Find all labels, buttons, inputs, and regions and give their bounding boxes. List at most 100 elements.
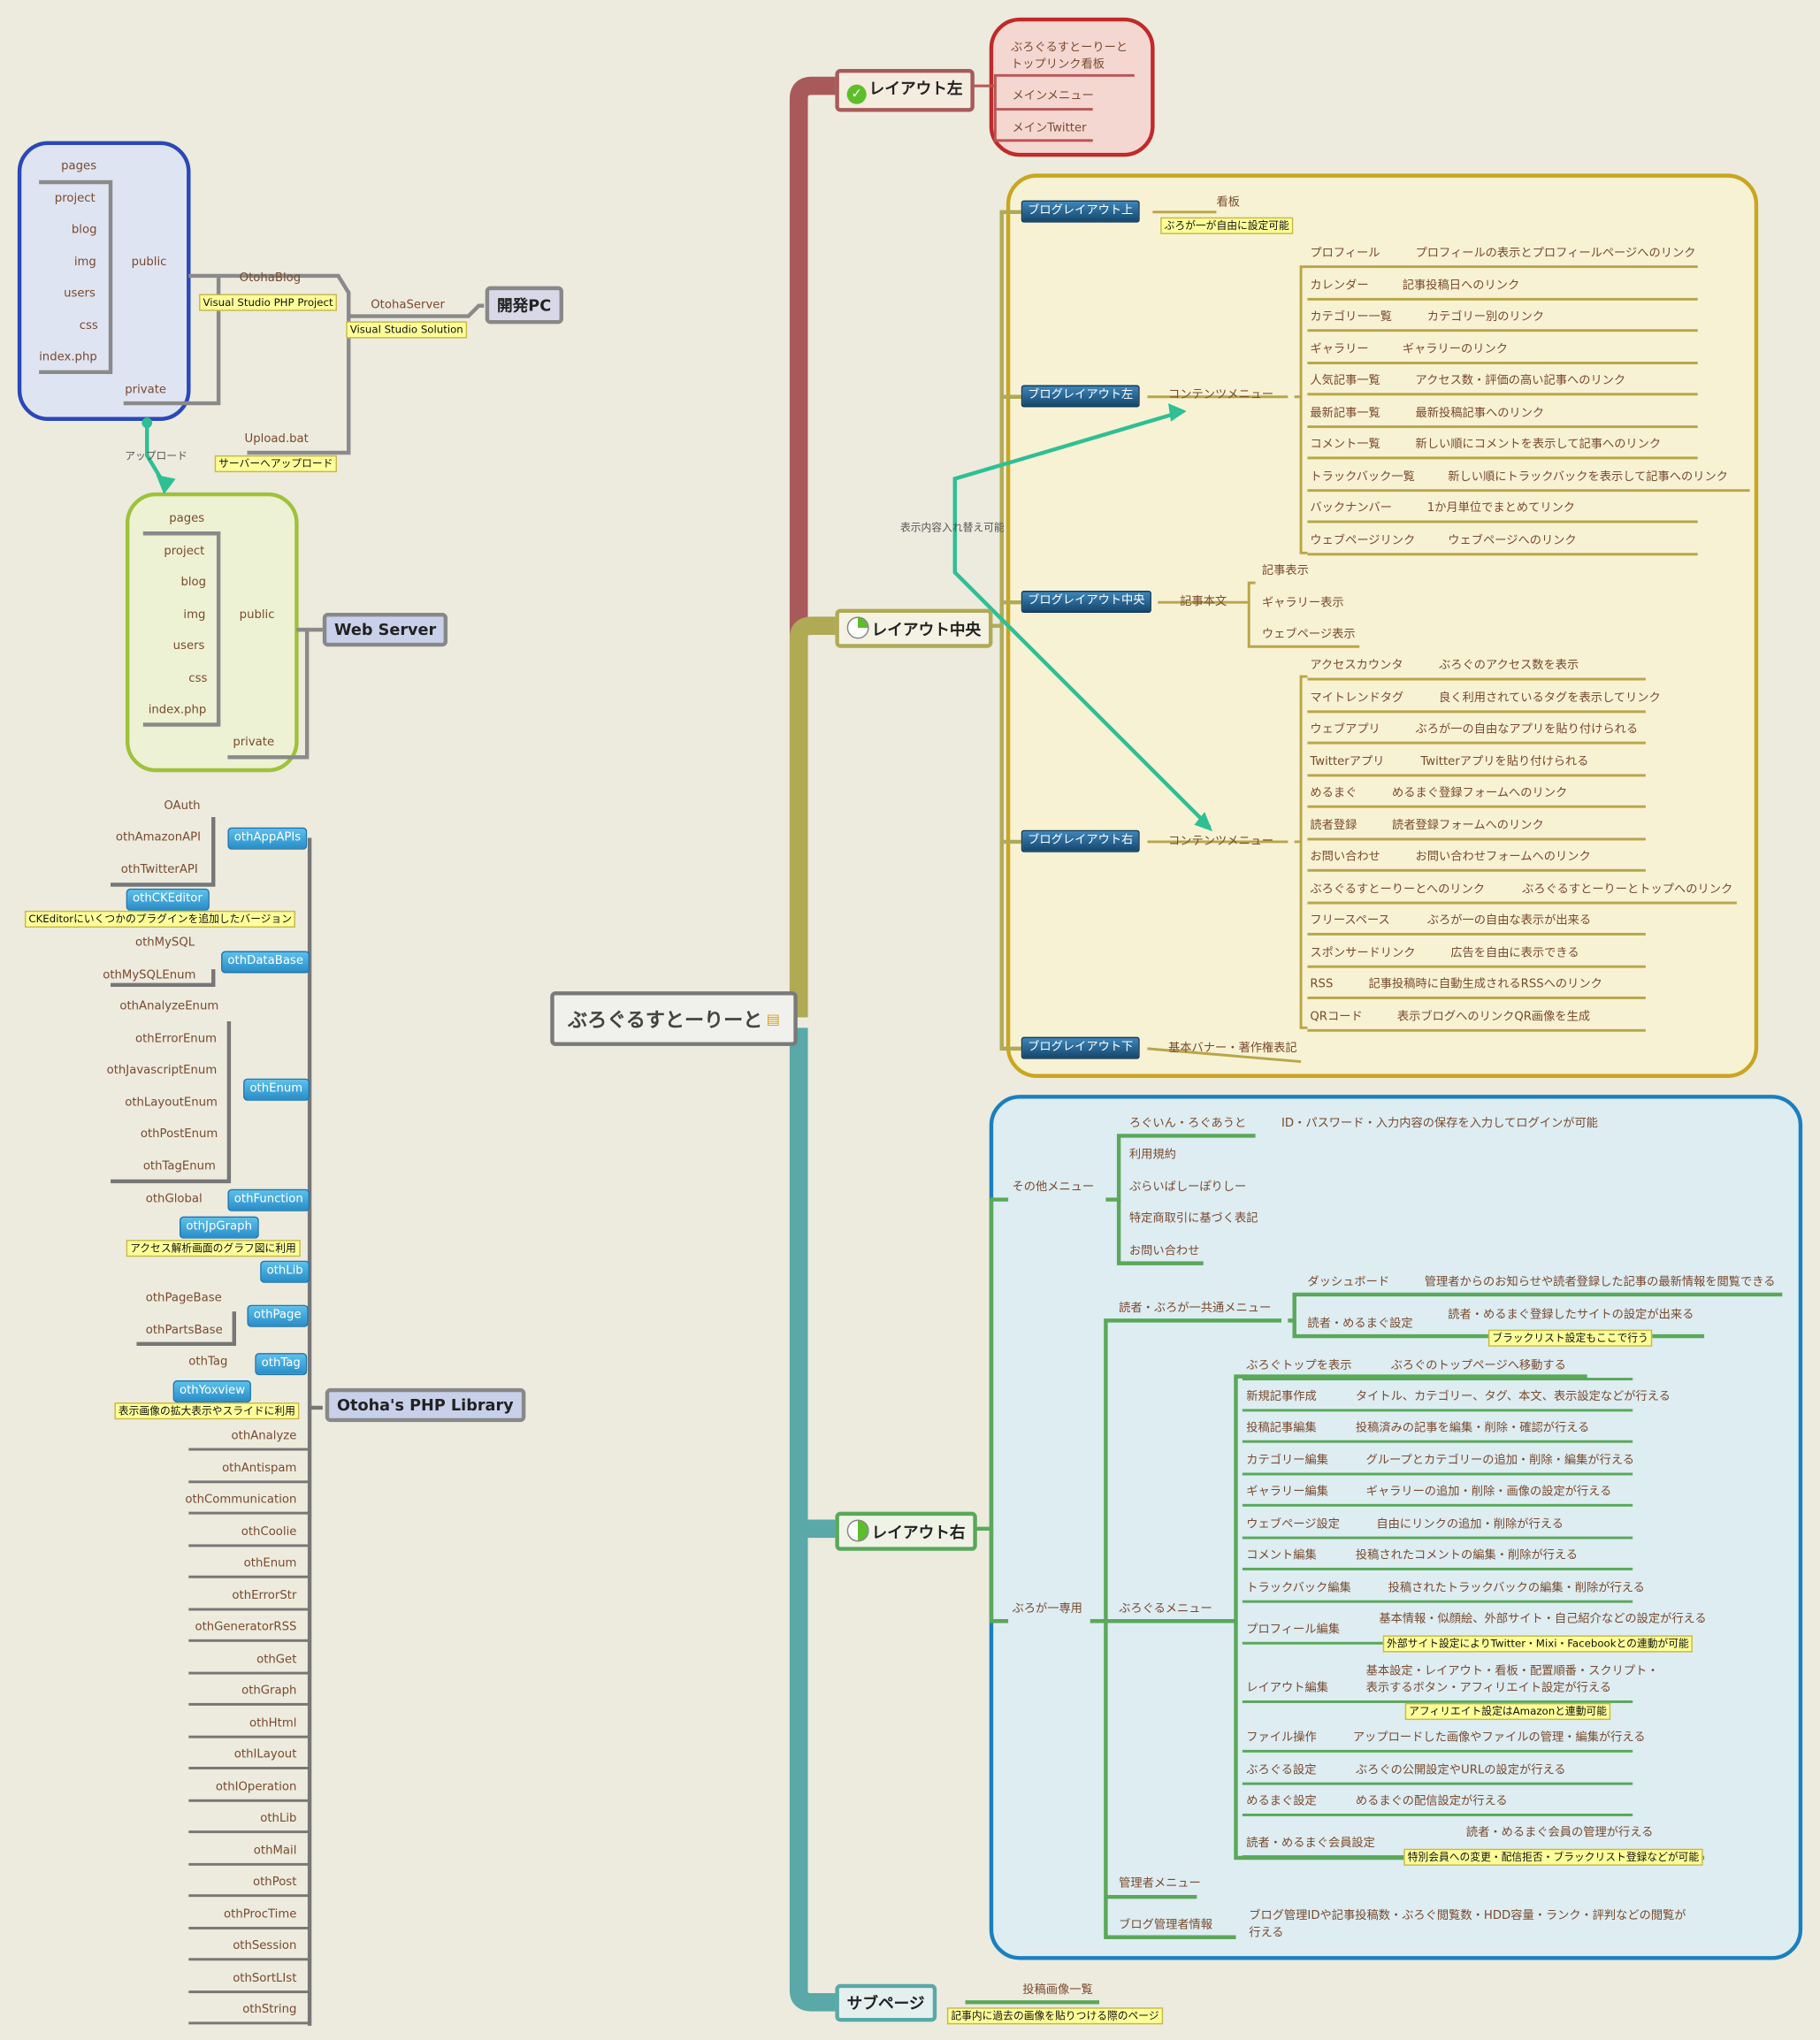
right-contents-item[interactable]: マイトレンドタグ [1310, 691, 1404, 705]
right-contents-item[interactable]: アクセスカウンタ [1310, 659, 1403, 673]
other-menu-commerce[interactable]: 特定商取引に基づく表記 [1128, 1212, 1258, 1226]
lib-item[interactable]: othEnum [243, 1557, 297, 1570]
web-folder[interactable]: css [188, 671, 208, 685]
web-folder[interactable]: pages [169, 512, 205, 526]
burogu-menu-desc[interactable]: 自由にリンクの追加・削除が行える [1376, 1518, 1564, 1532]
gallery-display[interactable]: ギャラリー表示 [1261, 597, 1344, 611]
right-contents-item[interactable]: フリースペース [1310, 914, 1390, 928]
lib-enum-child[interactable]: othLayoutEnum [125, 1096, 218, 1110]
right-contents-item[interactable]: めるまぐ [1310, 787, 1357, 800]
right-contents-item[interactable]: お問い合わせ [1310, 851, 1380, 864]
blog-layout-right-node[interactable]: ブログレイアウト右 [1021, 829, 1140, 852]
lib-item[interactable]: othGeneratorRSS [195, 1621, 297, 1634]
lib-yoxview[interactable]: othYoxview [172, 1380, 252, 1403]
lib-appapis[interactable]: othAppAPIs [227, 827, 308, 850]
left-contents-desc[interactable]: ギャラリーのリンク [1402, 342, 1508, 356]
posted-images-list[interactable]: 投稿画像一覧 [1022, 1983, 1093, 1998]
burogu-menu-item[interactable]: 投稿記事編集 [1246, 1422, 1317, 1435]
lib-item[interactable]: othCoolie [241, 1525, 297, 1539]
dev-pc-node[interactable]: 開発PC [485, 286, 563, 325]
lib-jpgraph[interactable]: othJpGraph [180, 1216, 259, 1239]
lib-item[interactable]: othCommunication [185, 1494, 297, 1507]
dev-folder[interactable]: index.php [39, 351, 97, 364]
right-contents-desc[interactable]: ぶろが一の自由なアプリを貼り付けられる [1415, 723, 1639, 737]
burogu-menu-desc[interactable]: 基本設定・レイアウト・看板・配置順番・スクリプト・ 表示するボタン・アフィリエイ… [1365, 1665, 1659, 1696]
library-node[interactable]: Otoha's PHP Library [325, 1387, 525, 1423]
subpage-node[interactable]: サブページ [835, 1983, 937, 2022]
lib-mysqlenum[interactable]: othMySQLEnum [103, 969, 196, 982]
left-contents-desc[interactable]: 1か月単位でまとめてリンク [1426, 501, 1576, 516]
burogu-menu-desc[interactable]: めるまぐの配信設定が行える [1355, 1795, 1508, 1809]
burogu-menu-desc[interactable]: 投稿されたコメントの編集・削除が行える [1355, 1549, 1579, 1563]
left-contents-desc[interactable]: 新しい順にコメントを表示して記事へのリンク [1415, 438, 1662, 452]
lib-database[interactable]: othDataBase [221, 951, 310, 974]
blogger-only-label[interactable]: ぶろが一専用 [1012, 1602, 1082, 1616]
left-contents-item[interactable]: コメント一覧 [1310, 438, 1380, 452]
lib-oauth[interactable]: OAuth [164, 799, 201, 814]
lib-item[interactable]: othLib [260, 1812, 297, 1826]
right-contents-item[interactable]: QRコード [1310, 1010, 1363, 1024]
dev-public-folder[interactable]: public [131, 256, 167, 270]
lib-partsbase[interactable]: othPartsBase [145, 1324, 223, 1338]
left-contents-desc[interactable]: 記事投稿日へのリンク [1402, 279, 1520, 293]
blog-layout-center-node[interactable]: ブログレイアウト中央 [1021, 590, 1151, 613]
dev-folder[interactable]: css [79, 319, 98, 332]
lib-tag-child[interactable]: othTag [188, 1356, 228, 1369]
other-menu-contact[interactable]: お問い合わせ [1128, 1245, 1200, 1258]
burogu-menu-item[interactable]: ウェブページ設定 [1246, 1518, 1340, 1532]
right-contents-desc[interactable]: Twitterアプリを貼り付けられる [1420, 755, 1589, 768]
burogu-menu-item[interactable]: トラックバック編集 [1246, 1582, 1351, 1595]
right-contents-desc[interactable]: 読者登録フォームへのリンク [1392, 819, 1544, 832]
signboard-item[interactable]: 看板 [1216, 196, 1240, 210]
lib-item[interactable]: othAntispam [222, 1462, 297, 1475]
layout-left-item-2[interactable]: メインメニュー [1012, 89, 1094, 103]
right-contents-desc[interactable]: ぶろが一の自由な表示が出来る [1426, 914, 1592, 928]
lib-item[interactable]: othGet [256, 1653, 297, 1666]
other-menu-login-desc[interactable]: ID・パスワード・入力内容の保存を入力してログインが可能 [1281, 1117, 1598, 1131]
lib-item[interactable]: othAnalyze [231, 1429, 297, 1443]
burogu-menu-item[interactable]: ぶろぐトップを表示 [1246, 1359, 1352, 1373]
lib-item[interactable]: othString [242, 2003, 297, 2017]
web-public-folder[interactable]: public [239, 608, 275, 623]
lib-item[interactable]: othProcTime [224, 1907, 297, 1922]
burogu-menu-desc[interactable]: アップロードした画像やファイルの管理・編集が行える [1352, 1731, 1646, 1746]
burogu-menu-item[interactable]: カテゴリー編集 [1246, 1454, 1328, 1468]
right-contents-desc[interactable]: 表示ブログへのリンクQR画像を生成 [1396, 1010, 1591, 1024]
other-menu-privacy[interactable]: ぷらいばしーぽりしー [1128, 1180, 1247, 1195]
dashboard-label[interactable]: ダッシュボード [1307, 1276, 1390, 1290]
web-folder[interactable]: project [164, 544, 205, 558]
lib-amazonapi[interactable]: othAmazonAPI [115, 831, 202, 844]
left-contents-item[interactable]: 最新記事一覧 [1310, 406, 1380, 420]
right-contents-item[interactable]: Twitterアプリ [1310, 755, 1385, 768]
right-contents-item[interactable]: ウェブアプリ [1310, 723, 1380, 737]
dev-private-folder[interactable]: private [125, 384, 167, 397]
burogu-menu-item[interactable]: 新規記事作成 [1246, 1390, 1317, 1404]
dev-folder[interactable]: pages [61, 159, 97, 173]
layout-left-node[interactable]: ✓レイアウト左 [835, 68, 975, 112]
burogu-menu-desc[interactable]: ぶろぐのトップページへ移動する [1390, 1359, 1566, 1373]
right-contents-item[interactable]: スポンサードリンク [1310, 946, 1416, 960]
web-private-folder[interactable]: private [233, 736, 275, 750]
left-contents-item[interactable]: 人気記事一覧 [1310, 374, 1380, 388]
burogu-menu-item[interactable]: ギャラリー編集 [1246, 1486, 1328, 1499]
dev-folder[interactable]: blog [71, 224, 97, 237]
lib-enum[interactable]: othEnum [243, 1078, 310, 1101]
left-contents-item[interactable]: プロフィール [1310, 247, 1380, 261]
burogu-menu-item[interactable]: めるまぐ設定 [1246, 1795, 1317, 1809]
lib-function[interactable]: othFunction [227, 1188, 310, 1211]
burogu-menu-desc[interactable]: タイトル、カテゴリー、タグ、本文、表示設定などが行える [1355, 1390, 1671, 1404]
burogu-menu-item[interactable]: レイアウト編集 [1246, 1682, 1328, 1696]
left-contents-desc[interactable]: 新しい順にトラックバックを表示して記事へのリンク [1448, 470, 1729, 484]
blog-admin-info[interactable]: ブログ管理者情報 [1119, 1919, 1213, 1932]
lib-item[interactable]: othSession [233, 1939, 297, 1953]
burogu-menu-desc[interactable]: 投稿済みの記事を編集・削除・確認が行える [1355, 1422, 1590, 1435]
lib-pagebase[interactable]: othPageBase [145, 1292, 222, 1305]
left-contents-desc[interactable]: カテゴリー別のリンク [1426, 310, 1545, 325]
lib-enum-child[interactable]: othTagEnum [142, 1159, 216, 1173]
lib-item[interactable]: othHtml [249, 1716, 297, 1731]
blog-layout-bottom-node[interactable]: ブログレイアウト下 [1021, 1036, 1140, 1059]
lib-item[interactable]: othIOperation [215, 1780, 297, 1794]
article-display[interactable]: 記事表示 [1261, 564, 1309, 578]
admin-menu[interactable]: 管理者メニュー [1119, 1877, 1201, 1891]
web-folder[interactable]: users [172, 639, 205, 653]
